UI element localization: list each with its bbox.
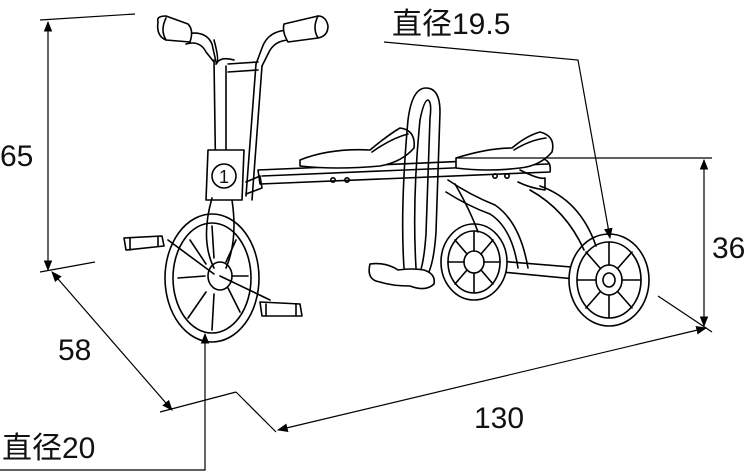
length-dimension-line <box>276 326 708 432</box>
rear-wheel-leader-line <box>383 41 613 240</box>
rear-wheel-diameter-label: 直径19.5 <box>392 8 510 41</box>
front-left-pedal <box>123 235 165 251</box>
right-grip <box>282 15 329 43</box>
depth-bottom-extension <box>159 391 237 413</box>
depth-label: 58 <box>58 334 91 367</box>
rear-fork-left <box>447 179 529 269</box>
rear-right-wheel <box>568 233 650 327</box>
rear-footstep <box>368 262 436 290</box>
front-seat <box>299 127 416 169</box>
handlebars <box>156 15 329 73</box>
rear-seat <box>455 131 554 171</box>
front-wheel <box>164 213 260 343</box>
length-label: 130 <box>474 402 524 435</box>
length-left-extension <box>235 391 277 433</box>
seat-height-label: 36 <box>712 232 745 265</box>
front-right-pedal <box>259 301 303 317</box>
left-grip <box>156 15 193 43</box>
height-top-extension <box>39 13 136 21</box>
rear-handle-loop <box>401 87 441 275</box>
front-wheel-diameter-label: 直径20 <box>2 432 95 465</box>
dimension-lines <box>0 13 713 471</box>
tricycle-illustration: 1 <box>123 15 650 343</box>
frame-badge: 1 <box>205 149 245 201</box>
front-wheel-leader-line <box>0 332 210 471</box>
rear-left-wheel <box>440 223 508 301</box>
height-label: 65 <box>0 140 33 173</box>
frame-badge-number: 1 <box>219 167 229 187</box>
depth-dimension-line <box>51 271 173 411</box>
